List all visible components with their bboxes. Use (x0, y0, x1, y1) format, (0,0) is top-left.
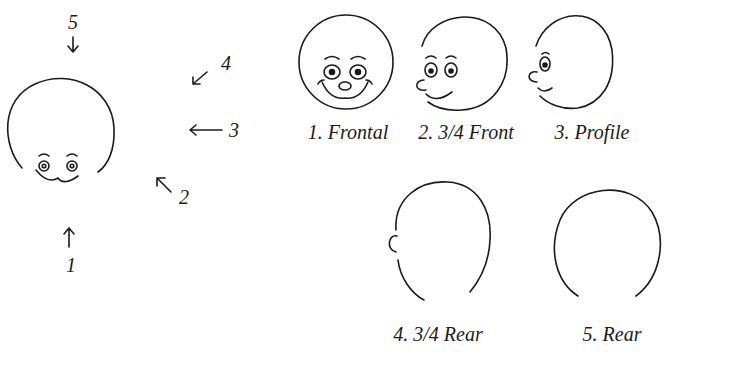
view-caption: 5. Rear (583, 324, 642, 344)
view-number: 3 (229, 120, 239, 140)
view-caption: 1. Frontal (308, 122, 388, 142)
three-quarter-rear-head (389, 182, 490, 300)
view-arrows (64, 37, 222, 247)
view-number: 4 (221, 53, 231, 73)
pupil (42, 164, 46, 168)
view-caption: 3. Profile (555, 122, 630, 142)
top-head-outline (8, 78, 114, 172)
profile-head (529, 16, 612, 109)
rear-head (554, 190, 660, 296)
three-quarter-front-head (417, 17, 507, 110)
view-number: 1 (66, 255, 76, 275)
view-caption: 2. 3/4 Front (418, 122, 513, 142)
pupil (70, 164, 74, 168)
view-caption: 4. 3/4 Rear (393, 324, 482, 344)
view-number: 2 (179, 187, 189, 207)
eye (67, 161, 77, 171)
eye (39, 161, 49, 171)
frontal-head (299, 15, 393, 109)
brows (39, 154, 77, 156)
view-number: 5 (68, 12, 78, 32)
